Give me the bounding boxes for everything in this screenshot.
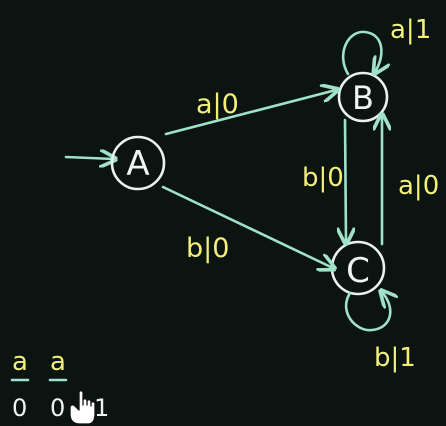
edge-c-b-label: a|0 — [398, 171, 439, 201]
note-output-2: 0 — [50, 394, 65, 422]
edge-a-c-label: b|0 — [186, 233, 229, 264]
edge-a-b — [164, 90, 336, 136]
state-c-label: C — [346, 251, 370, 291]
note-output-1: 0 — [12, 394, 27, 422]
state-b-label: B — [352, 79, 374, 117]
note-input-1: a — [12, 347, 28, 377]
state-a-circle — [110, 135, 166, 191]
edge-c-self-label: b|1 — [374, 343, 416, 373]
hand-cursor-icon — [69, 390, 96, 425]
edge-b-c-label: b|0 — [302, 163, 344, 193]
state-b: B — [337, 71, 389, 123]
input-output-notes: a a 0 0 1 — [10, 347, 109, 422]
note-input-2: a — [50, 347, 66, 377]
state-c: C — [330, 240, 386, 296]
edge-c-self-loop — [344, 292, 390, 332]
edge-b-self-loop — [341, 30, 381, 74]
start-arrow — [64, 157, 114, 159]
state-a-label: A — [126, 144, 149, 184]
edge-a-c — [161, 185, 333, 268]
edge-b-self-label: a|1 — [390, 15, 431, 45]
state-a: A — [110, 135, 166, 191]
note-output-3: 1 — [94, 394, 109, 422]
edge-b-c — [345, 118, 346, 242]
edge-a-b-label: a|0 — [196, 89, 239, 120]
